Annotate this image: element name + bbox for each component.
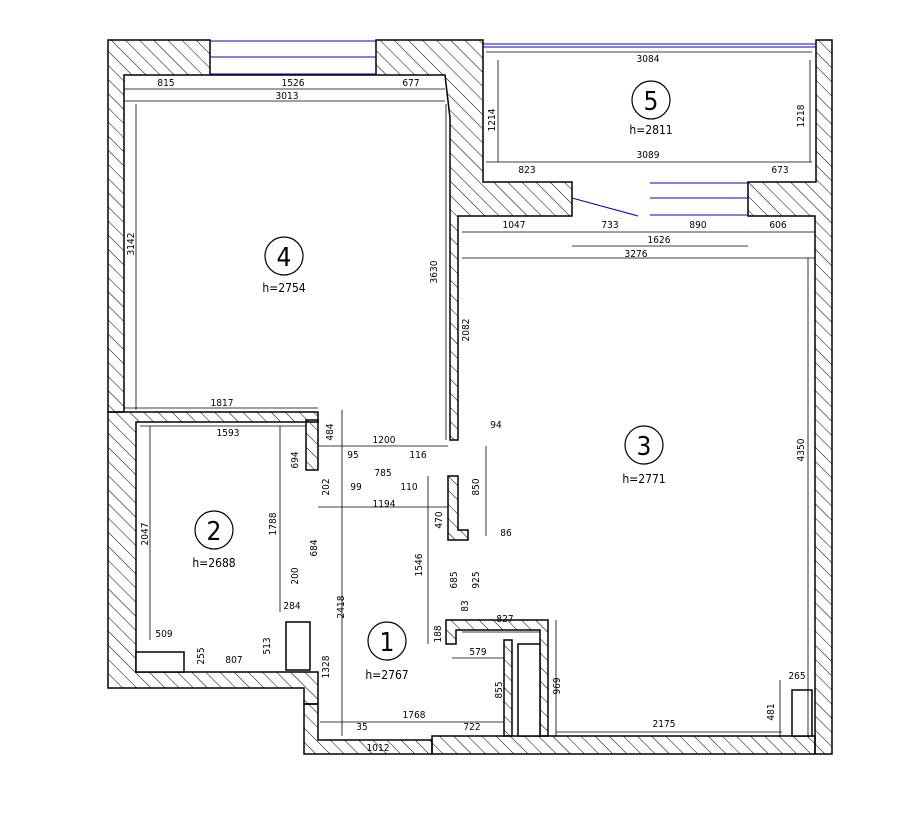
dim-label: 890 [689,220,706,231]
wall-partition-bath [305,419,319,471]
dim-label: 95 [347,450,358,461]
exterior-walls [107,39,573,441]
dim-label: 35 [356,722,367,733]
dim-label: 3630 [429,260,440,283]
room-3: 3 h=2771 [622,425,666,486]
dim-label: 855 [494,681,505,698]
room-1: 1 h=2767 [365,621,409,682]
wall-partition-east [503,639,513,737]
dim-label: 2418 [336,595,347,618]
wall-partition-mid [445,619,549,737]
dim-label: 265 [788,671,805,682]
dim-label: 733 [601,220,618,231]
dim-label: 1593 [217,428,240,439]
windows [210,40,816,217]
dim-label: 807 [225,655,242,666]
dim-label: 3013 [276,91,299,102]
room-4: 4 h=2754 [262,236,306,295]
room-height: h=2767 [365,668,408,682]
dim-label: 1194 [373,499,396,510]
dim-label: 3142 [126,233,137,256]
room-height: h=2811 [629,123,672,137]
dim-label: 1214 [487,108,498,131]
room-number: 5 [644,87,659,117]
dim-label: 722 [463,722,480,733]
dim-label: 1546 [414,553,425,576]
dim-label: 2047 [140,523,151,546]
dim-label: 2175 [653,719,676,730]
dim-label: 785 [374,468,391,479]
dim-label: 1200 [373,435,396,446]
dim-label: 925 [471,571,482,588]
dim-label: 99 [350,482,362,493]
dim-label: 2082 [461,319,472,342]
fixture-object-1 [517,643,541,737]
wall-partition-kitchen [447,475,469,541]
fixture-object-3 [791,689,813,737]
dim-label: 110 [400,482,417,493]
dim-label: 94 [490,420,502,431]
dim-label: 673 [771,165,788,176]
dim-label: 509 [155,629,172,640]
room-2: 2 h=2688 [192,510,236,570]
dim-label: 1218 [796,104,807,127]
dim-label: 1328 [321,655,332,678]
dim-label: 606 [769,220,786,231]
dim-label: 579 [469,647,486,658]
dim-label: 3276 [625,249,648,260]
room-number: 3 [637,432,652,462]
dim-label: 470 [434,511,445,528]
dim-label: 3089 [637,150,660,161]
room-5: 5 h=2811 [629,80,673,137]
dim-label: 513 [262,637,273,654]
dim-label: 815 [157,78,174,89]
dim-label: 484 [325,423,336,440]
dim-label: 86 [500,528,512,539]
bathtub-object [135,651,185,673]
dim-label: 850 [471,478,482,495]
dim-label: 202 [321,478,332,495]
dim-label: 3084 [637,54,660,65]
wall-west-lower [107,411,319,705]
room-labels: 4 h=2754 5 h=2811 3 h=2771 2 h=2688 1 h=… [192,80,673,682]
dim-label: 4350 [796,438,807,461]
dim-label: 1526 [282,78,305,89]
dim-label: 200 [290,567,301,584]
room-height: h=2771 [622,472,665,486]
dim-label: 685 [449,571,460,588]
dimension-labels: 815 1526 677 3013 3142 3630 1817 1593 48… [126,54,807,754]
dimension-lines [124,51,815,736]
dim-label: 827 [496,614,513,625]
dim-label: 1817 [211,398,234,409]
room-number: 4 [277,243,292,273]
dim-label: 677 [402,78,419,89]
dim-label: 694 [290,451,301,468]
wall-north-east [747,39,833,755]
dim-label: 255 [196,647,207,664]
wall-south-east [431,735,816,755]
dim-label: 1047 [503,220,526,231]
dim-label: 1626 [648,235,671,246]
dim-label: 284 [283,601,300,612]
dim-label: 969 [552,677,563,694]
fixture-object-2 [285,621,311,671]
dim-label: 1768 [403,710,426,721]
dim-label: 116 [409,450,426,461]
room-number: 2 [207,517,222,547]
dim-label: 188 [433,625,444,642]
dim-label: 823 [518,165,535,176]
dim-label: 684 [309,539,320,556]
room-number: 1 [380,628,395,658]
dim-label: 83 [460,600,471,611]
dim-label: 1012 [367,743,390,754]
dim-label: 1788 [268,512,279,535]
dim-label: 481 [766,703,777,720]
room-height: h=2754 [262,281,305,295]
room-height: h=2688 [192,556,235,570]
